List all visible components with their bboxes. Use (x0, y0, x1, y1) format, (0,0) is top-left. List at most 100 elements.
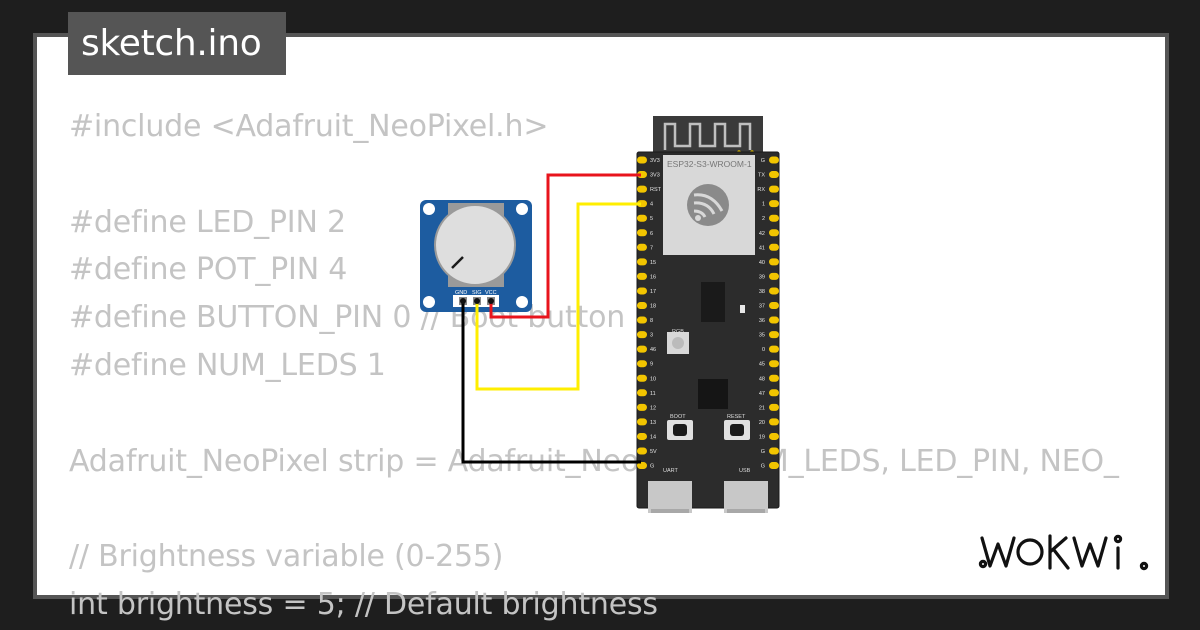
usb-chip (698, 379, 728, 409)
pin-label: 3V3 (650, 173, 660, 179)
pin-left-g[interactable]: G (637, 462, 654, 470)
pin-left-8[interactable]: 8 (637, 316, 653, 325)
pin-right-20[interactable]: 20 (759, 418, 779, 426)
uart-label: UART (663, 468, 679, 474)
pin-label: 35 (759, 333, 765, 339)
pin-right-rx[interactable]: RX (757, 185, 779, 194)
wire-vcc[interactable] (489, 173, 641, 319)
reset-label: RESET (727, 414, 746, 420)
pin-left-13[interactable]: 13 (637, 418, 656, 426)
pin-label: 7 (650, 245, 653, 251)
pin-right-38[interactable]: 38 (759, 287, 779, 295)
pin-label: 2 (762, 216, 765, 222)
pin-label: 19 (759, 434, 765, 440)
esp32-s3-devkit[interactable]: ESP32-S3-WROOM-1 RGB BOOT RESET UART USB… (636, 116, 780, 513)
pin-right-36[interactable]: 36 (759, 316, 779, 325)
code-line: int brightness = 5; // Default brightnes… (69, 586, 658, 622)
pin-label: 48 (759, 376, 765, 382)
pin-right-42[interactable]: 42 (759, 229, 779, 237)
pin-label: 20 (759, 420, 765, 426)
potentiometer-knob[interactable] (434, 204, 516, 286)
pin-label: 3 (650, 333, 653, 339)
project-card: #include <Adafruit_NeoPixel.h> #define LE… (37, 37, 1165, 622)
pin-right-45[interactable]: 45 (759, 360, 779, 368)
pin-left-15[interactable]: 15 (637, 258, 656, 266)
pin-left-7[interactable]: 7 (637, 243, 653, 252)
pin-label: 4 (650, 202, 653, 208)
pin-label: 36 (759, 318, 765, 324)
pin-label: 16 (650, 274, 656, 280)
pin-right-19[interactable]: 19 (759, 432, 779, 441)
antenna-trace-icon (663, 122, 752, 150)
pot-pin-label-vcc: VCC (485, 290, 497, 296)
rgb-label: RGB (672, 329, 684, 335)
pin-left-9[interactable]: 9 (637, 360, 653, 368)
pin-label: 17 (650, 289, 656, 295)
pin-label: 38 (759, 289, 765, 295)
pin-label: 5V (650, 449, 657, 455)
potentiometer[interactable]: GND SIG VCC (420, 200, 532, 312)
pin-label: 37 (759, 304, 765, 310)
pin-right-g[interactable]: G (761, 462, 779, 470)
pin-right-48[interactable]: 48 (759, 374, 779, 383)
antenna-area (653, 116, 763, 156)
pin-right-47[interactable]: 47 (759, 389, 779, 397)
pin-left-14[interactable]: 14 (637, 432, 656, 441)
pin-right-37[interactable]: 37 (759, 302, 779, 310)
pin-right-2[interactable]: 2 (762, 214, 779, 223)
pin-label: G (761, 464, 765, 470)
pin-label: 40 (759, 260, 765, 266)
code-line: // Brightness variable (0-255) (69, 539, 504, 575)
pin-label: 9 (650, 362, 653, 368)
pin-right-tx[interactable]: TX (758, 171, 779, 179)
pin-left-16[interactable]: 16 (637, 272, 656, 281)
pin-right-40[interactable]: 40 (759, 258, 779, 266)
pin-label: 42 (759, 231, 765, 237)
pin-right-41[interactable]: 41 (759, 243, 779, 252)
pin-right-1[interactable]: 1 (762, 200, 779, 208)
pin-label: RX (757, 187, 765, 193)
pot-pin-label-sig: SIG (472, 290, 481, 296)
code-line: #define NUM_LEDS 1 (69, 347, 386, 383)
pin-right-0[interactable]: 0 (762, 345, 779, 354)
pin-label: 13 (650, 420, 656, 426)
pin-left-3v3[interactable]: 3V3 (637, 156, 660, 165)
wires (460, 173, 641, 464)
pin-label: 11 (650, 391, 656, 397)
pin-label: 10 (650, 376, 656, 382)
pin-label: 6 (650, 231, 653, 237)
code-line: #include <Adafruit_NeoPixel.h> (69, 109, 549, 144)
pin-left-12[interactable]: 12 (637, 403, 656, 412)
pin-left-5v[interactable]: 5V (637, 447, 657, 456)
pin-left-46[interactable]: 46 (637, 345, 656, 354)
pin-right-g[interactable]: G (761, 156, 779, 165)
pin-right-35[interactable]: 35 (759, 331, 779, 339)
pin-left-10[interactable]: 10 (637, 374, 656, 383)
code-line: #define POT_PIN 4 (69, 252, 348, 288)
esp32-pin-headers: 3V33V3RST4567151617188346910111213145VGG… (637, 156, 779, 470)
pin-label: 12 (650, 405, 656, 411)
pin-label: G (761, 158, 765, 164)
pin-label: 18 (650, 304, 656, 310)
wokwi-logo (978, 530, 1150, 574)
boot-label: BOOT (670, 414, 686, 420)
pin-left-5[interactable]: 5 (637, 214, 653, 223)
pin-right-39[interactable]: 39 (759, 272, 779, 281)
pin-left-3[interactable]: 3 (637, 331, 653, 339)
pin-right-g[interactable]: G (761, 447, 779, 456)
pin-label: 14 (650, 434, 656, 440)
regulator-chip (701, 282, 725, 322)
pin-left-6[interactable]: 6 (637, 229, 653, 237)
pin-left-rst[interactable]: RST (637, 185, 662, 194)
file-tab[interactable]: sketch.ino (68, 12, 286, 75)
pin-left-18[interactable]: 18 (637, 302, 656, 310)
uart-port[interactable] (648, 481, 692, 513)
pin-label: 21 (759, 405, 765, 411)
pin-right-21[interactable]: 21 (759, 403, 779, 412)
pin-left-17[interactable]: 17 (637, 287, 656, 295)
pin-left-11[interactable]: 11 (637, 389, 656, 397)
usb-port[interactable] (724, 481, 768, 513)
code-line: #define LED_PIN 2 (69, 204, 346, 240)
wire-ground[interactable] (461, 301, 641, 464)
wire-signal[interactable] (475, 202, 641, 391)
